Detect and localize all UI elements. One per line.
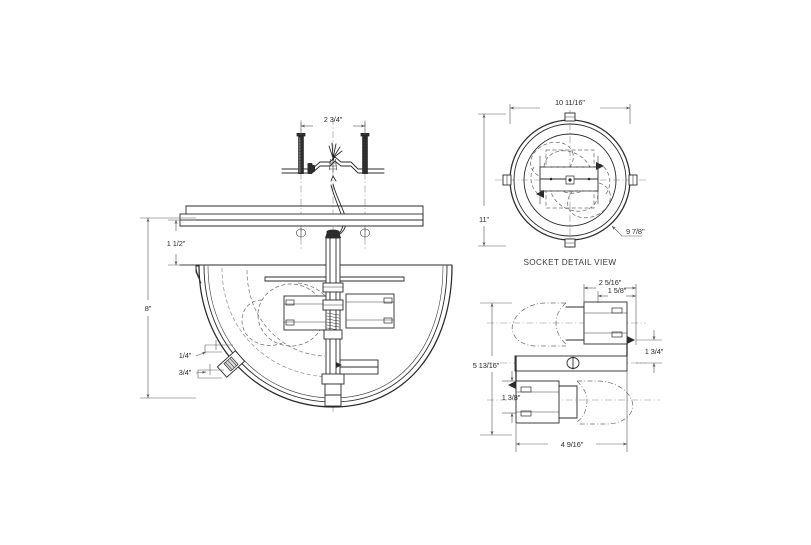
- right-socket-body: [345, 293, 395, 329]
- main-front-section-view: 1/4" 3/4" 2 3/4" 1 1/2": [140, 115, 453, 412]
- lower-lamp-neck: [558, 385, 578, 419]
- dim-socket-offset-b-group: 1 5/8": [597, 286, 637, 303]
- dim-inner-diameter: 9 7/8": [626, 227, 645, 236]
- dim-canopy-drop-group: 1 1/2": [167, 219, 196, 266]
- dim-socket-offset-a: 2 5/16": [599, 278, 622, 287]
- socket-detail-mounting-tabs: [502, 112, 638, 248]
- dim-glass-lip: 3/4": [179, 368, 192, 377]
- bar-keyhole-right: [360, 227, 370, 239]
- dim-socket-span-vertical-group: 5 13/16": [473, 302, 512, 436]
- stem-threads: [326, 312, 340, 331]
- lamp-socket-plan-view: 2 5/16" 1 5/8" 1 3/4" 5 13/16": [473, 278, 664, 452]
- socket-detail-view-label: SOCKET DETAIL VIEW: [523, 258, 616, 267]
- strap-nut: [307, 163, 315, 174]
- dim-socket-height-lower: 1 3/8": [502, 393, 521, 402]
- dim-stud-spacing: 2 3/4": [324, 115, 343, 124]
- socket-detail-inner-ring: [523, 133, 617, 227]
- dim-outer-diameter: 10 11/16": [555, 98, 585, 107]
- upper-socket-body: [583, 301, 635, 345]
- dim-glass-thickness: 1/4": [179, 351, 192, 360]
- dim-socket-span-horizontal-group: 4 9/16": [515, 371, 628, 452]
- upper-lamp-bulb: [511, 302, 567, 347]
- socket-detail-view: 10 11/16" 11" 9 7/8" SOCKET DETAIL VIEW: [478, 98, 648, 267]
- dim-socket-height-lower-group: 1 3/8": [502, 371, 521, 423]
- dim-canopy-drop: 1 1/2": [167, 239, 186, 248]
- lower-lamp-bulb: [576, 380, 634, 425]
- dim-socket-offset-a-group: 2 5/16": [583, 278, 637, 345]
- dim-overall-height-group: 8": [140, 217, 196, 399]
- dim-socket-height-upper-group: 1 3/4": [636, 330, 664, 373]
- dim-outer-diameter-group: 10 11/16": [509, 98, 631, 124]
- lamp-mounting-plate: [514, 355, 628, 372]
- dim-overall-width-group: 11": [478, 113, 506, 247]
- socket-detail-outer-ring-inner: [513, 123, 627, 237]
- ground-wire-bundle: [328, 142, 343, 173]
- glass-clamp-bracket: [336, 359, 379, 375]
- dim-overall-height: 8": [145, 304, 152, 313]
- glass-edge-callout: 1/4" 3/4": [179, 340, 246, 379]
- dim-overall-width: 11": [479, 215, 489, 224]
- ceiling-mounting-bar: [179, 205, 424, 239]
- dim-inner-diameter-group: 9 7/8": [611, 225, 645, 237]
- dim-socket-offset-b: 1 5/8": [608, 286, 627, 295]
- socket-assembly-section: [264, 229, 405, 407]
- dim-socket-span-horizontal: 4 9/16": [561, 440, 584, 449]
- dim-socket-height-upper: 1 3/4": [645, 347, 664, 356]
- dim-stud-spacing-group: 2 3/4": [300, 115, 366, 135]
- lower-socket-body: [508, 380, 560, 424]
- socket-detail-bracket: [536, 149, 604, 209]
- bar-keyhole-left: [296, 227, 306, 239]
- dim-socket-span-vertical: 5 13/16": [473, 361, 500, 370]
